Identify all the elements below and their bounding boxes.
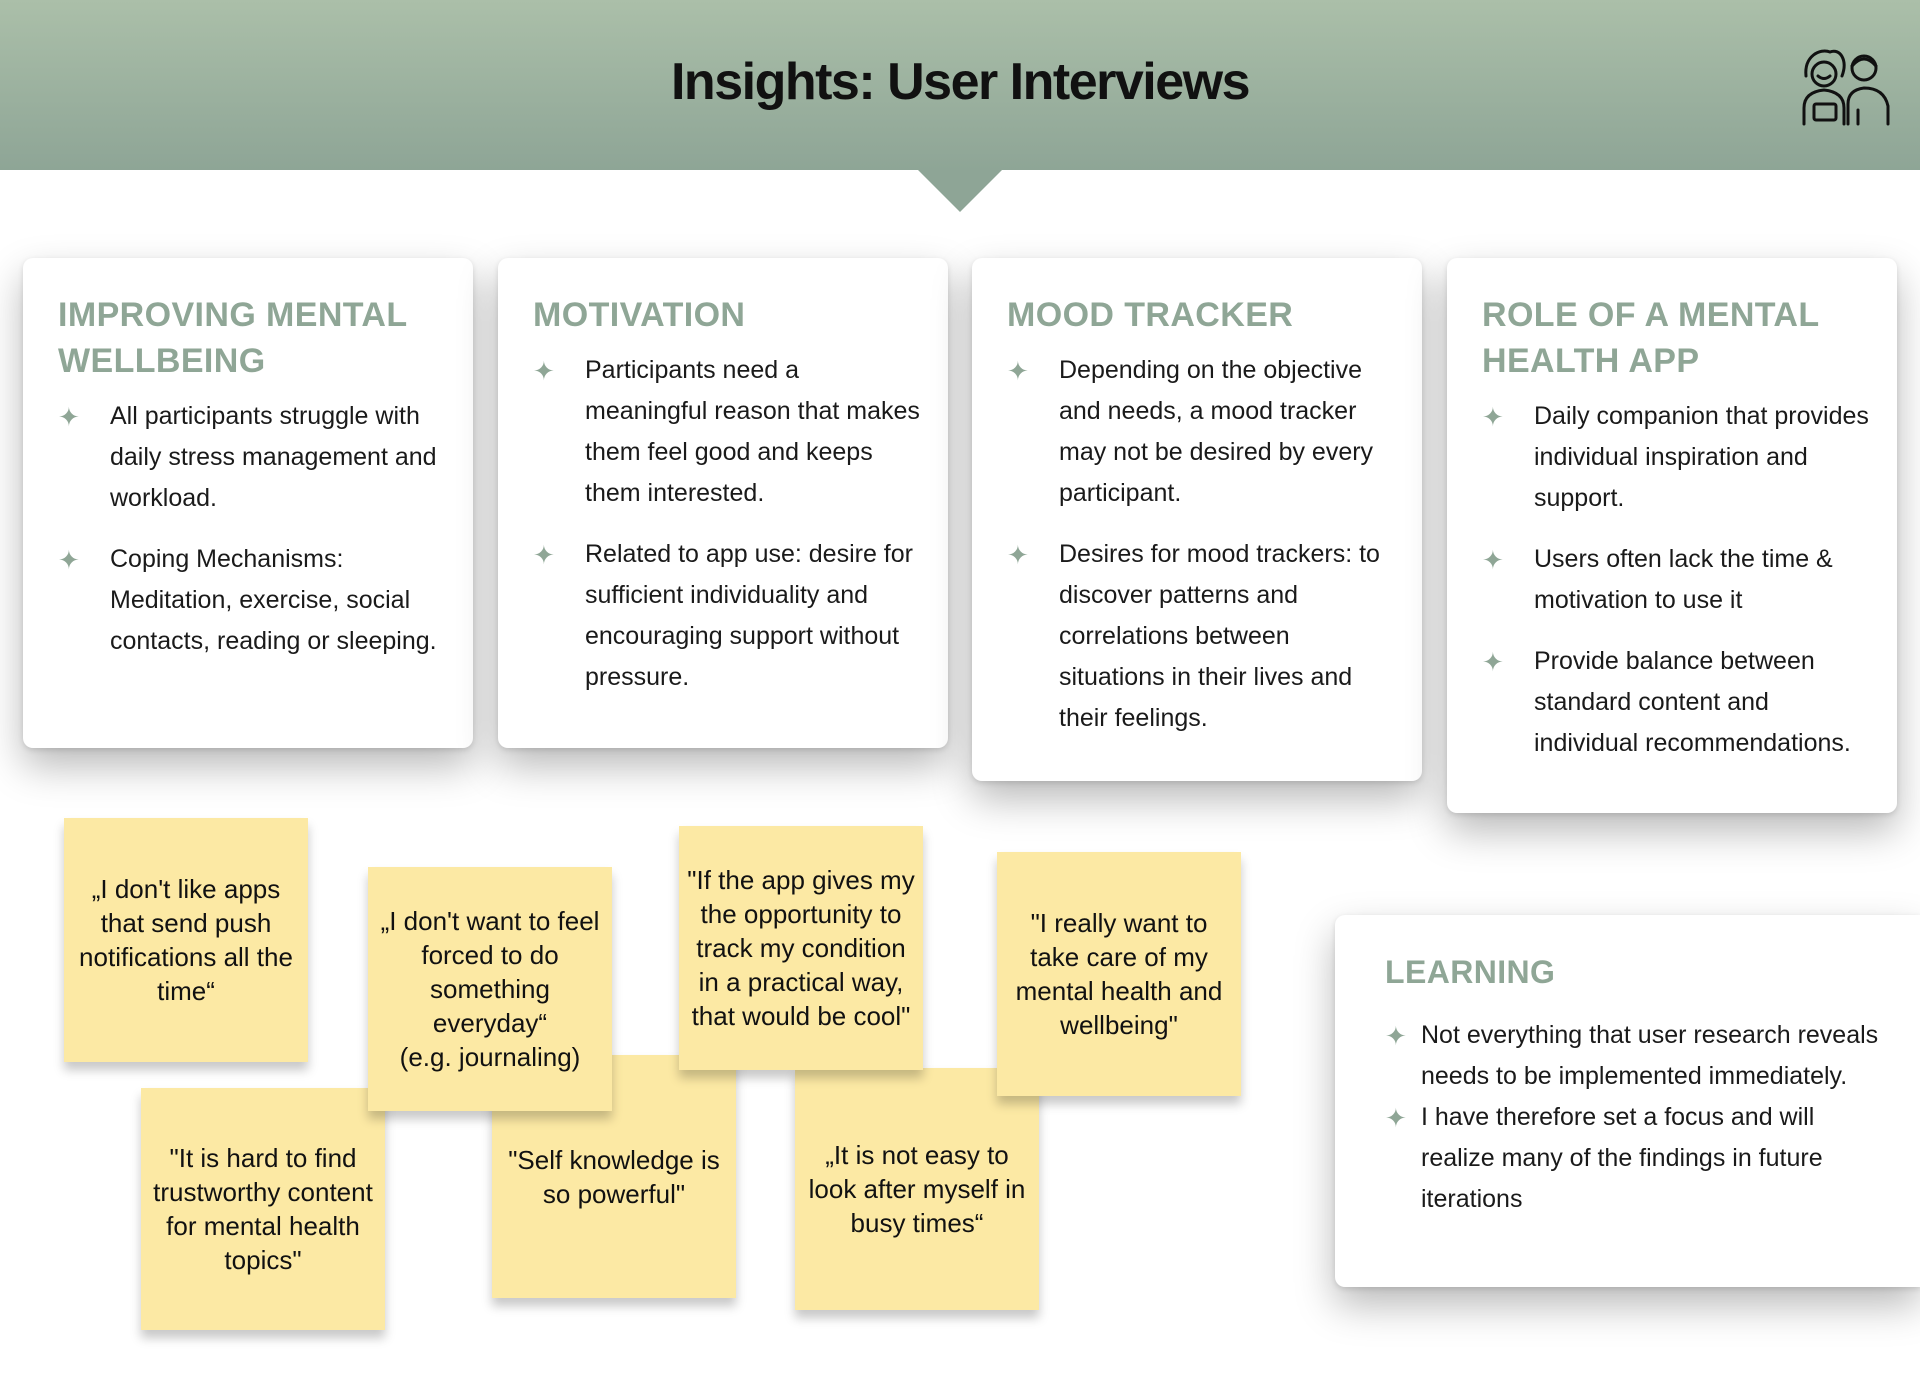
- sticky-note-text: "If the app gives my the opportunity to …: [687, 865, 915, 1031]
- sticky-note: "Self knowledge is so powerful": [492, 1055, 736, 1298]
- page-title: Insights: User Interviews: [670, 53, 1251, 111]
- sticky-note: "If the app gives my the opportunity to …: [679, 826, 923, 1070]
- insight-card-improving-wellbeing: IMPROVING MENTAL WELLBEING ✦All particip…: [23, 258, 473, 748]
- card-title: MOOD TRACKER: [1007, 296, 1294, 334]
- sticky-note-text: "Self knowledge is so powerful": [508, 1144, 720, 1209]
- card-bullet: ✦I have therefore set a focus and will r…: [1385, 1097, 1890, 1220]
- sparkle-icon: ✦: [58, 545, 80, 575]
- card-bullet: ✦Participants need a meaningful reason t…: [533, 350, 920, 514]
- card-title: ROLE OF A MENTAL HEALTH APP: [1482, 296, 1819, 380]
- sticky-note: "It is hard to find trustworthy content …: [141, 1088, 385, 1330]
- sticky-note: „It is not easy to look after myself in …: [795, 1068, 1039, 1310]
- card-title: IMPROVING MENTAL WELLBEING: [58, 296, 407, 380]
- sparkle-icon: ✦: [533, 356, 555, 386]
- sparkle-icon: ✦: [1482, 545, 1504, 575]
- card-bullet: ✦Related to app use: desire for sufficie…: [533, 534, 920, 698]
- card-bullet: ✦Depending on the objective and needs, a…: [1007, 350, 1394, 514]
- sparkle-icon: ✦: [1007, 540, 1029, 570]
- card-bullet: ✦All participants struggle with daily st…: [58, 396, 445, 519]
- insight-card-mood-tracker: MOOD TRACKER ✦Depending on the objective…: [972, 258, 1422, 781]
- sparkle-icon: ✦: [1385, 1103, 1407, 1133]
- card-title: LEARNING: [1385, 954, 1556, 990]
- sticky-note: „I don't want to feel forced to do somet…: [368, 867, 612, 1111]
- sparkle-icon: ✦: [1482, 402, 1504, 432]
- card-bullet: ✦Not everything that user research revea…: [1385, 1015, 1890, 1097]
- card-bullet: ✦Daily companion that provides individua…: [1482, 396, 1869, 519]
- sticky-note-text: „It is not easy to look after myself in …: [808, 1140, 1026, 1238]
- learning-card: LEARNING ✦Not everything that user resea…: [1335, 915, 1920, 1287]
- card-bullet: ✦Desires for mood trackers: to discover …: [1007, 534, 1394, 739]
- sticky-note: „I don't like apps that send push notifi…: [64, 818, 308, 1062]
- sticky-note-text: "It is hard to find trustworthy content …: [153, 1143, 373, 1275]
- sparkle-icon: ✦: [533, 540, 555, 570]
- card-bullet: ✦Provide balance between standard conten…: [1482, 641, 1869, 764]
- insight-card-role-of-app: ROLE OF A MENTAL HEALTH APP ✦Daily compa…: [1447, 258, 1897, 813]
- header-pointer: [918, 170, 1002, 212]
- sticky-note-text: "I really want to take care of my mental…: [1015, 908, 1223, 1040]
- sticky-note-text: „I don't like apps that send push notifi…: [79, 874, 293, 1006]
- sparkle-icon: ✦: [1007, 356, 1029, 386]
- card-bullet: ✦Users often lack the time & motivation …: [1482, 539, 1869, 621]
- sticky-note-text: „I don't want to feel forced to do somet…: [380, 906, 600, 1072]
- card-title: MOTIVATION: [533, 296, 746, 334]
- sparkle-icon: ✦: [58, 402, 80, 432]
- card-bullet: ✦Coping Mechanisms: Meditation, exercise…: [58, 539, 445, 662]
- user-interview-icon: [1800, 46, 1896, 128]
- insight-card-motivation: MOTIVATION ✦Participants need a meaningf…: [498, 258, 948, 748]
- header-banner: Insights: User Interviews: [0, 0, 1920, 170]
- sparkle-icon: ✦: [1482, 647, 1504, 677]
- sparkle-icon: ✦: [1385, 1021, 1407, 1051]
- sticky-note: "I really want to take care of my mental…: [997, 852, 1241, 1096]
